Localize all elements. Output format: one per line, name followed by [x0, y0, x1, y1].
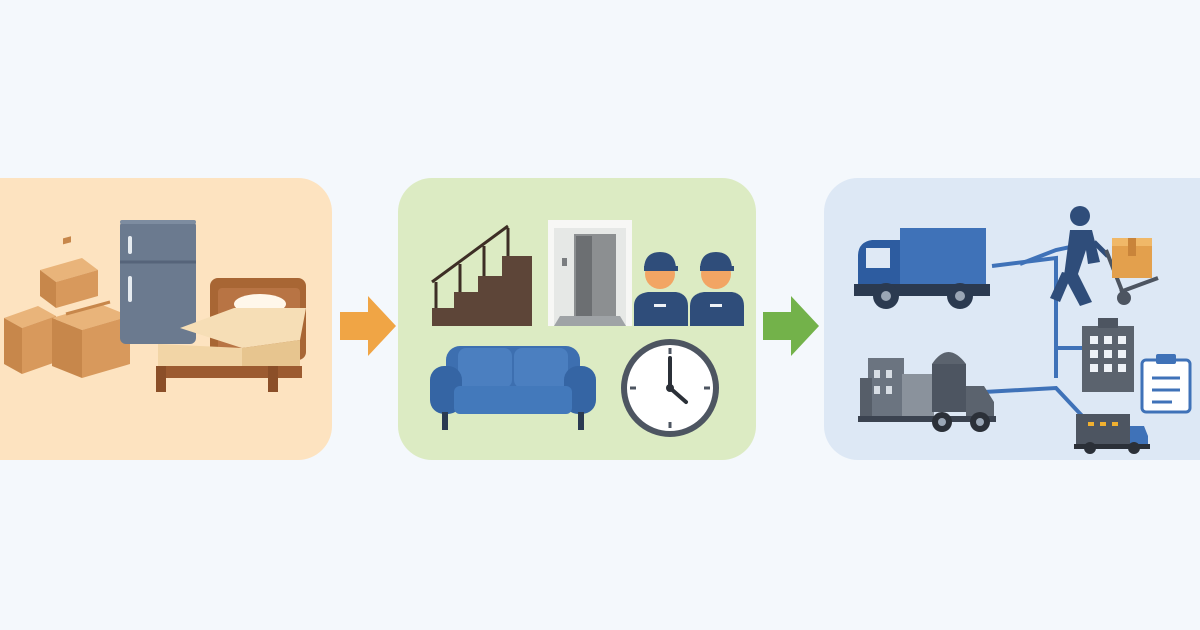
checklist-icon — [1140, 354, 1192, 414]
bed-icon — [156, 278, 306, 392]
arrow-right-icon — [763, 296, 819, 356]
building-icon — [1082, 318, 1134, 392]
arrow-right-icon — [340, 296, 396, 356]
stage-3-illustration — [854, 206, 1192, 454]
refrigerator-icon — [120, 220, 196, 344]
stage-1-panel — [0, 178, 332, 460]
stage-3-panel — [824, 178, 1200, 460]
delivery-van-icon — [1074, 414, 1150, 454]
stage-2-panel — [398, 178, 756, 460]
warehouse-truck-icon — [858, 352, 996, 432]
cardboard-boxes-icon — [4, 236, 130, 378]
worker-hand-truck-icon — [1050, 206, 1159, 306]
staircase-icon — [431, 224, 532, 326]
stage-1-illustration — [4, 220, 306, 392]
sofa-icon — [430, 346, 596, 430]
elevator-icon — [548, 220, 632, 326]
moving-truck-icon — [854, 228, 990, 309]
stage-2-illustration — [430, 220, 744, 437]
clock-icon — [621, 339, 719, 437]
movers-icon — [634, 252, 744, 326]
